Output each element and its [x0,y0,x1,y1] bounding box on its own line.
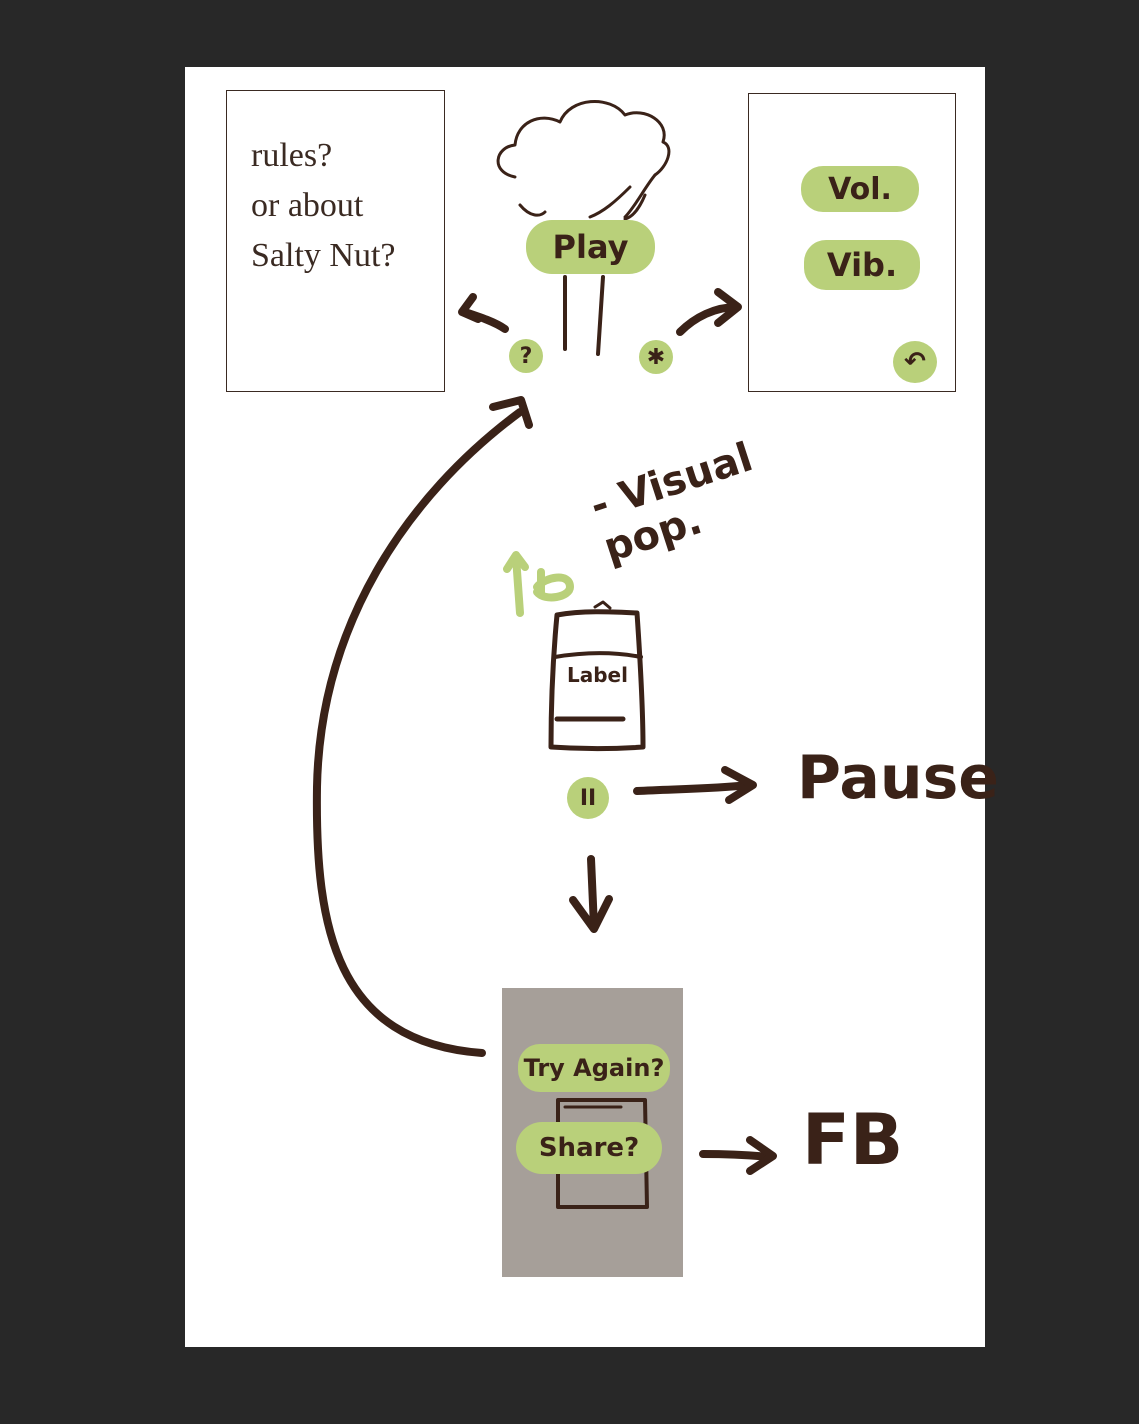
storyboard-canvas: rules? or about Salty Nut? Vol. Vib. ↶ [185,67,999,1347]
fb-note: FB [802,1099,904,1181]
sketch-strokes [312,100,777,1209]
settings-screen: Vol. Vib. ↶ [748,93,956,392]
gear-icon[interactable]: ✱ [639,340,673,374]
can-outline [548,609,646,751]
pause-icon[interactable]: II [567,777,609,819]
help-icon[interactable]: ? [509,339,543,373]
rules-screen: rules? or about Salty Nut? [226,90,445,392]
can-label: Label [567,663,628,687]
arrow-to-pause [633,781,754,795]
play-button[interactable]: Play [526,220,655,274]
share-button[interactable]: Share? [516,1122,662,1174]
try-again-button[interactable]: Try Again? [518,1044,670,1092]
rules-text: rules? or about Salty Nut? [251,137,396,274]
visual-pop-arrow [512,553,524,617]
tree-crown [496,100,671,179]
tree-trunk [563,275,605,356]
vibration-button[interactable]: Vib. [804,240,920,290]
pause-note: Pause [797,743,999,813]
arrow-to-fb [699,1150,774,1161]
back-icon[interactable]: ↶ [893,341,937,383]
arrow-try-again-loop [312,408,524,1057]
arrow-to-game-over [587,855,598,931]
volume-button[interactable]: Vol. [801,166,919,212]
tree-branches [518,173,657,221]
arrow-to-settings [676,303,741,336]
